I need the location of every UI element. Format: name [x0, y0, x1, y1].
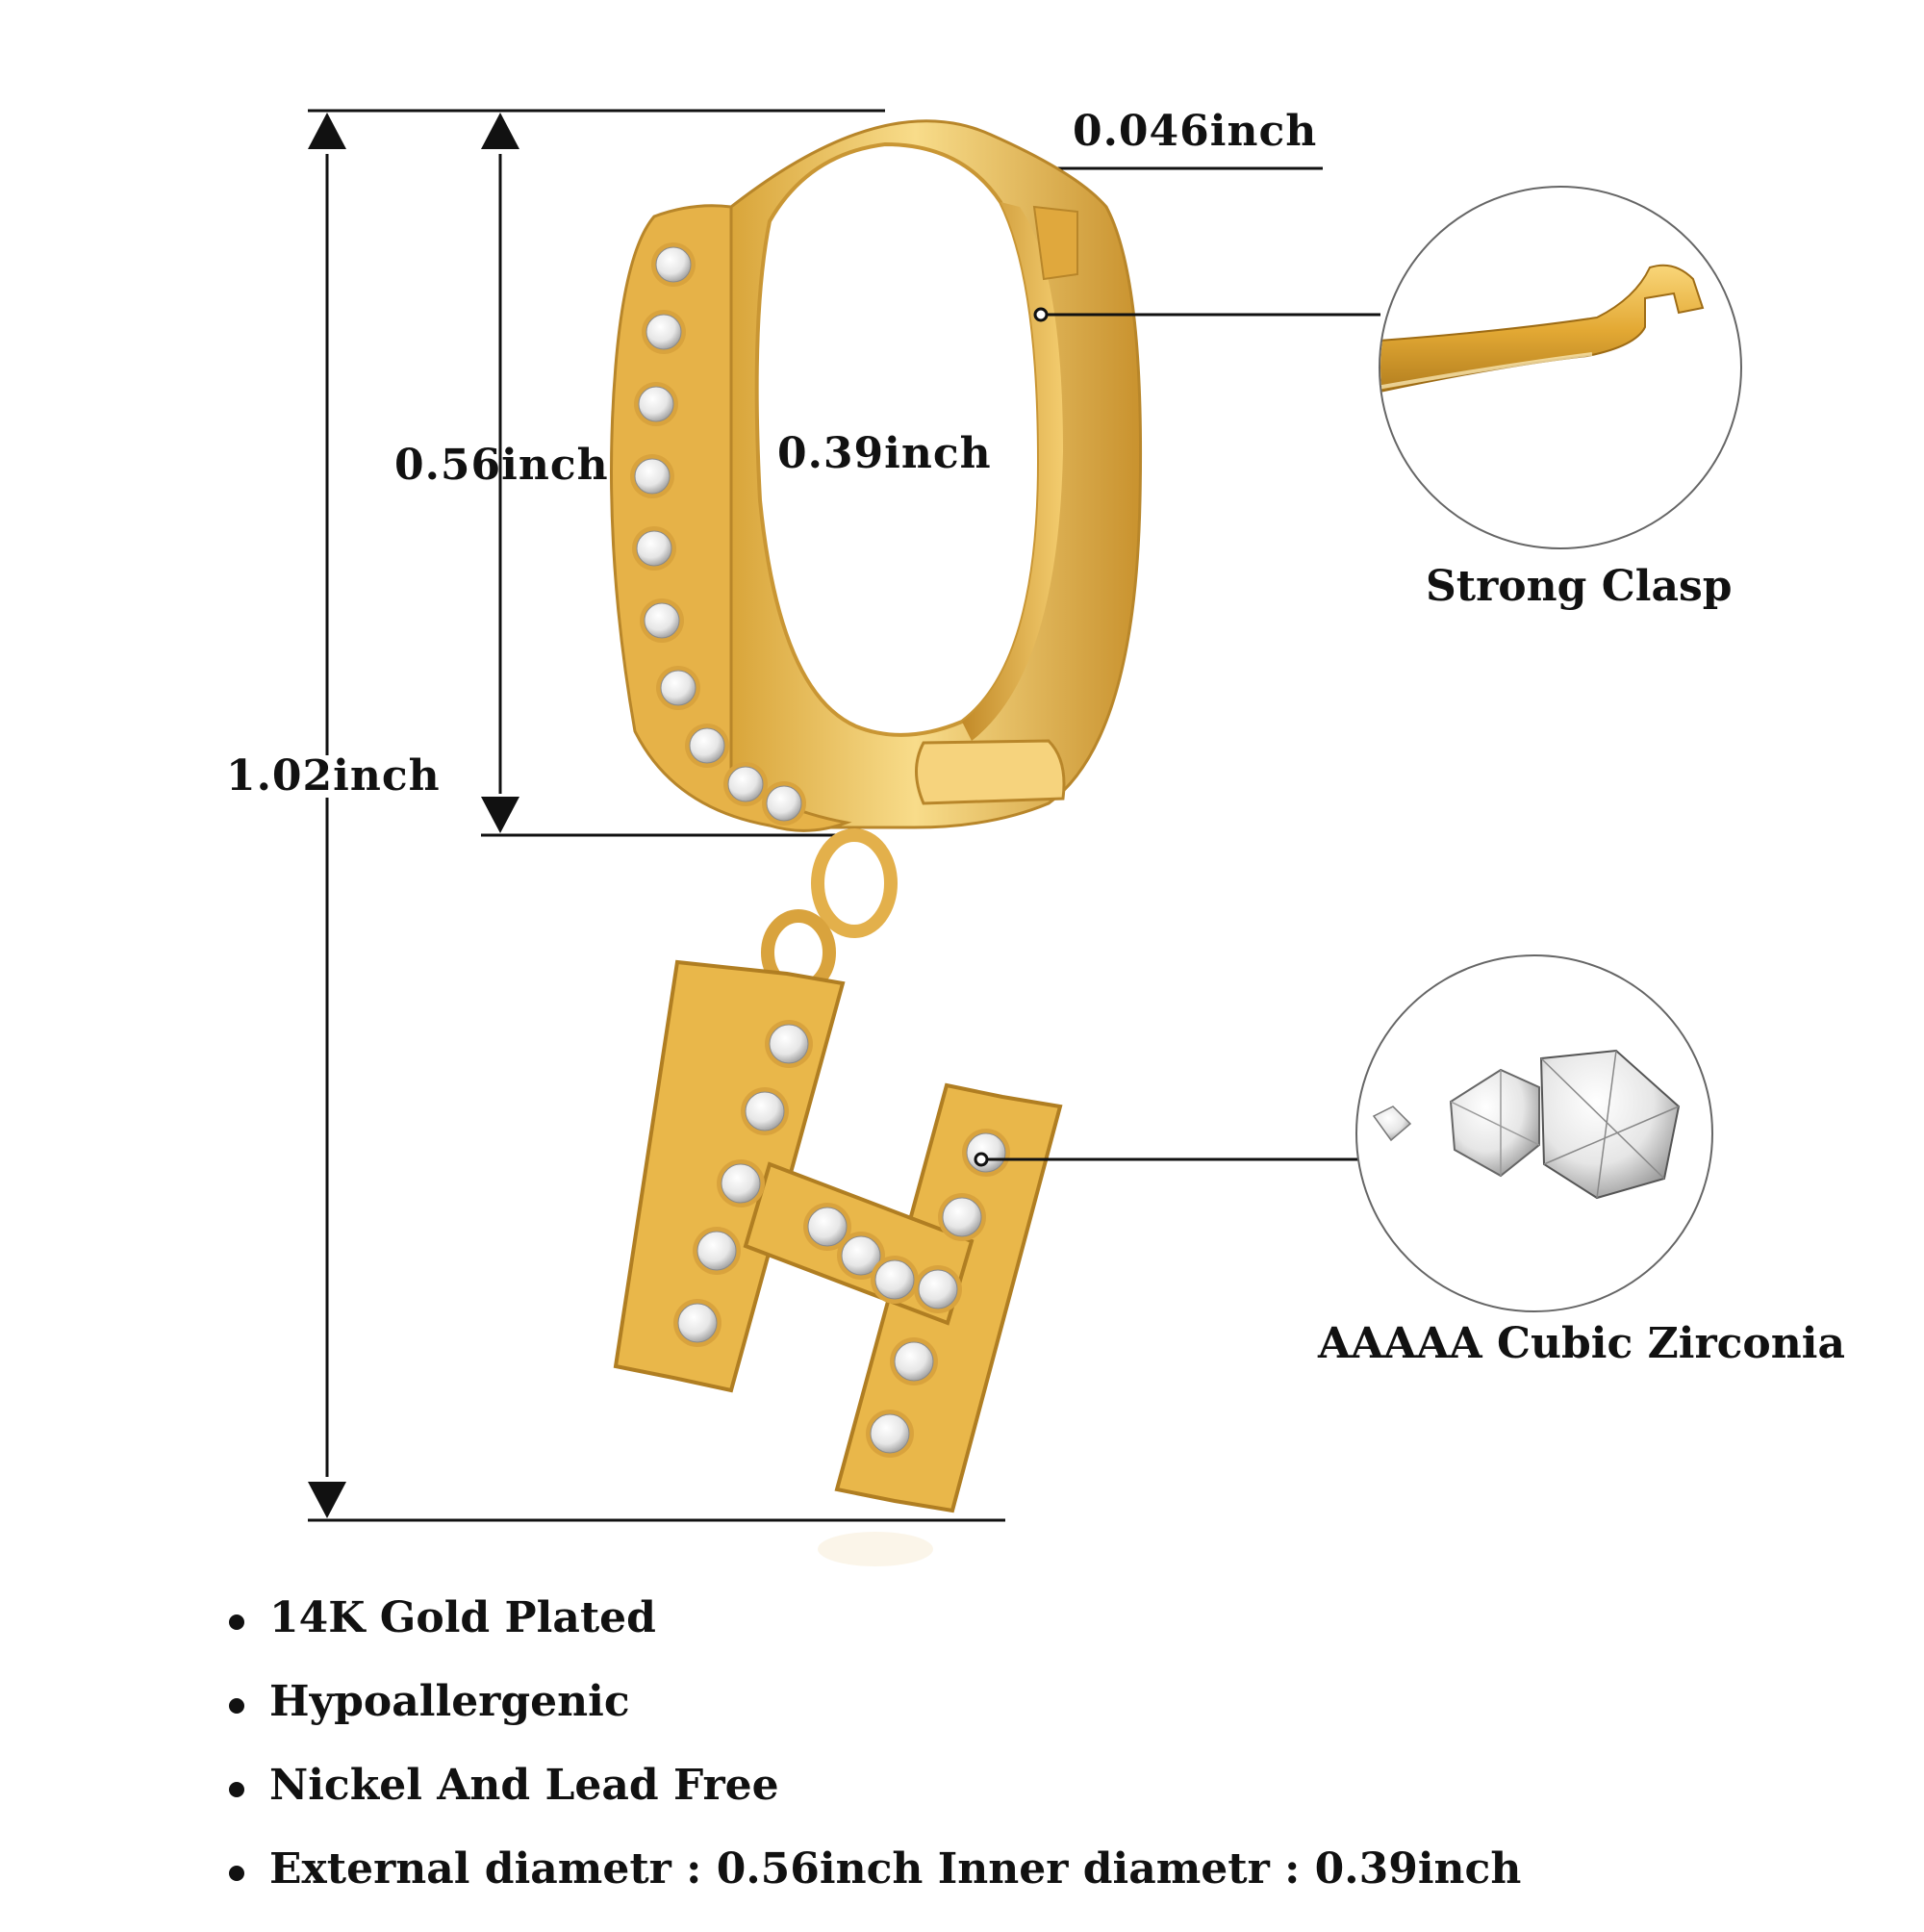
stone-callout-leader: [974, 1152, 1366, 1167]
gem-stone: [765, 1020, 813, 1068]
bullet-icon: [229, 1866, 244, 1881]
gem-stone: [693, 1227, 741, 1275]
gem-stone: [640, 598, 684, 643]
pendant-gems: [673, 1020, 1010, 1458]
gem-stone: [642, 310, 686, 354]
thickness-label: 0.046inch: [1073, 107, 1318, 156]
stone-detail-circle: [1355, 954, 1713, 1312]
clasp-detail-circle: [1379, 186, 1742, 549]
gem-stone: [673, 1299, 722, 1347]
feature-list: 14K Gold Plated Hypoallergenic Nickel An…: [229, 1597, 1521, 1932]
gem-stone: [871, 1256, 919, 1304]
gem-stone: [632, 526, 676, 571]
total-height-label: 1.02inch: [226, 751, 441, 801]
feature-text: External diametr : 0.56inch Inner diamet…: [269, 1844, 1522, 1894]
feature-text: 14K Gold Plated: [269, 1593, 656, 1642]
gem-stone: [723, 762, 768, 806]
stone-callout-label: AAAAA Cubic Zirconia: [1318, 1319, 1845, 1368]
gem-stone: [837, 1232, 885, 1280]
gem-stone: [651, 242, 696, 287]
hoop-gem-row: [630, 242, 806, 826]
gem-stone: [630, 454, 674, 498]
feature-item: External diametr : 0.56inch Inner diamet…: [229, 1848, 1521, 1932]
feature-text: Hypoallergenic: [269, 1677, 630, 1726]
inner-diameter-label: 0.39inch: [777, 429, 992, 478]
feature-item: 14K Gold Plated: [229, 1597, 1521, 1681]
gem-stone: [762, 781, 806, 826]
earring-reflection: [818, 1532, 933, 1566]
feature-item: Nickel And Lead Free: [229, 1765, 1521, 1848]
feature-item: Hypoallergenic: [229, 1681, 1521, 1765]
gem-stone: [914, 1265, 962, 1313]
gem-stone: [685, 724, 729, 768]
gem-stone: [634, 382, 678, 426]
gem-stone: [656, 666, 700, 710]
bullet-icon: [229, 1698, 244, 1714]
clasp-callout-leader: [1033, 307, 1380, 322]
dimension-total-height: [308, 109, 1005, 1522]
gem-stone: [741, 1087, 789, 1135]
gem-stone: [890, 1337, 938, 1385]
gem-stone: [962, 1129, 1010, 1177]
gem-stone: [866, 1410, 914, 1458]
gem-stone: [938, 1193, 986, 1241]
clasp-callout-label: Strong Clasp: [1426, 562, 1733, 611]
dimension-outer-diameter: [481, 113, 842, 837]
outer-diameter-label: 0.56inch: [394, 441, 609, 490]
pendant-connector: [761, 828, 898, 996]
bullet-icon: [229, 1782, 244, 1797]
bullet-icon: [229, 1614, 244, 1630]
gem-stone: [803, 1203, 851, 1251]
feature-text: Nickel And Lead Free: [269, 1761, 779, 1810]
gem-stone: [717, 1159, 765, 1208]
